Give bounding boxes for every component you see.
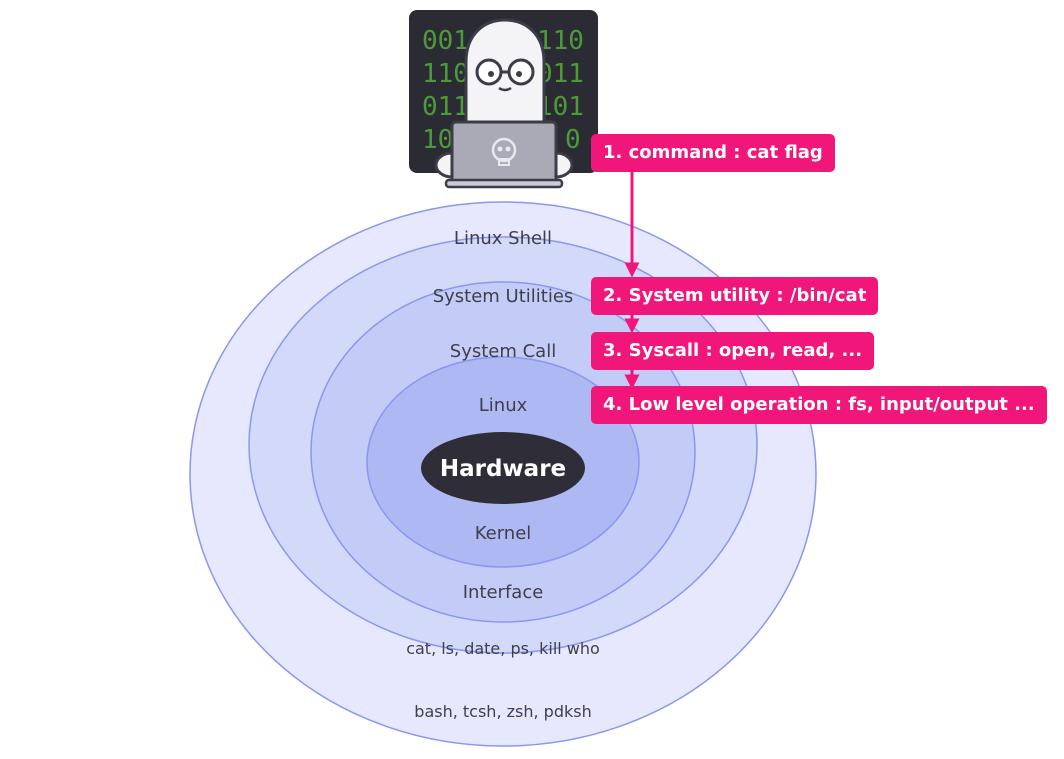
- laptop-icon: [444, 120, 564, 189]
- binary-r4-right: 0: [565, 125, 581, 155]
- step1-label: 1. command : cat flag: [591, 134, 835, 172]
- kernel-title: Linux: [479, 395, 528, 416]
- step2-label: 2. System utility : /bin/cat: [591, 277, 879, 315]
- hardware-core: [421, 432, 585, 504]
- syscall-title: System Call: [450, 341, 556, 362]
- shell-examples: bash, tcsh, zsh, pdksh: [414, 702, 591, 721]
- hardware-label: Hardware: [440, 456, 566, 482]
- shell-title: Linux Shell: [454, 228, 552, 249]
- hacker-illustration: 001 110 110 011 011 101 10 0: [409, 10, 598, 189]
- binary-r2-left: 110: [422, 59, 469, 89]
- skull-icon: [491, 137, 517, 166]
- kernel-subtitle: Kernel: [475, 523, 532, 544]
- utilities-examples: cat, ls, date, ps, kill who: [406, 639, 600, 658]
- utilities-title: System Utilities: [433, 286, 574, 307]
- step3-label: 3. Syscall : open, read, ...: [591, 332, 875, 370]
- binary-r1-right: 110: [537, 26, 584, 56]
- binary-r3-left: 011: [422, 92, 469, 122]
- step4-label: 4. Low level operation : fs, input/outpu…: [591, 386, 1047, 424]
- syscall-subtitle: Interface: [463, 582, 544, 603]
- binary-r1-left: 001: [422, 26, 469, 56]
- binary-r4-left: 10: [422, 125, 453, 155]
